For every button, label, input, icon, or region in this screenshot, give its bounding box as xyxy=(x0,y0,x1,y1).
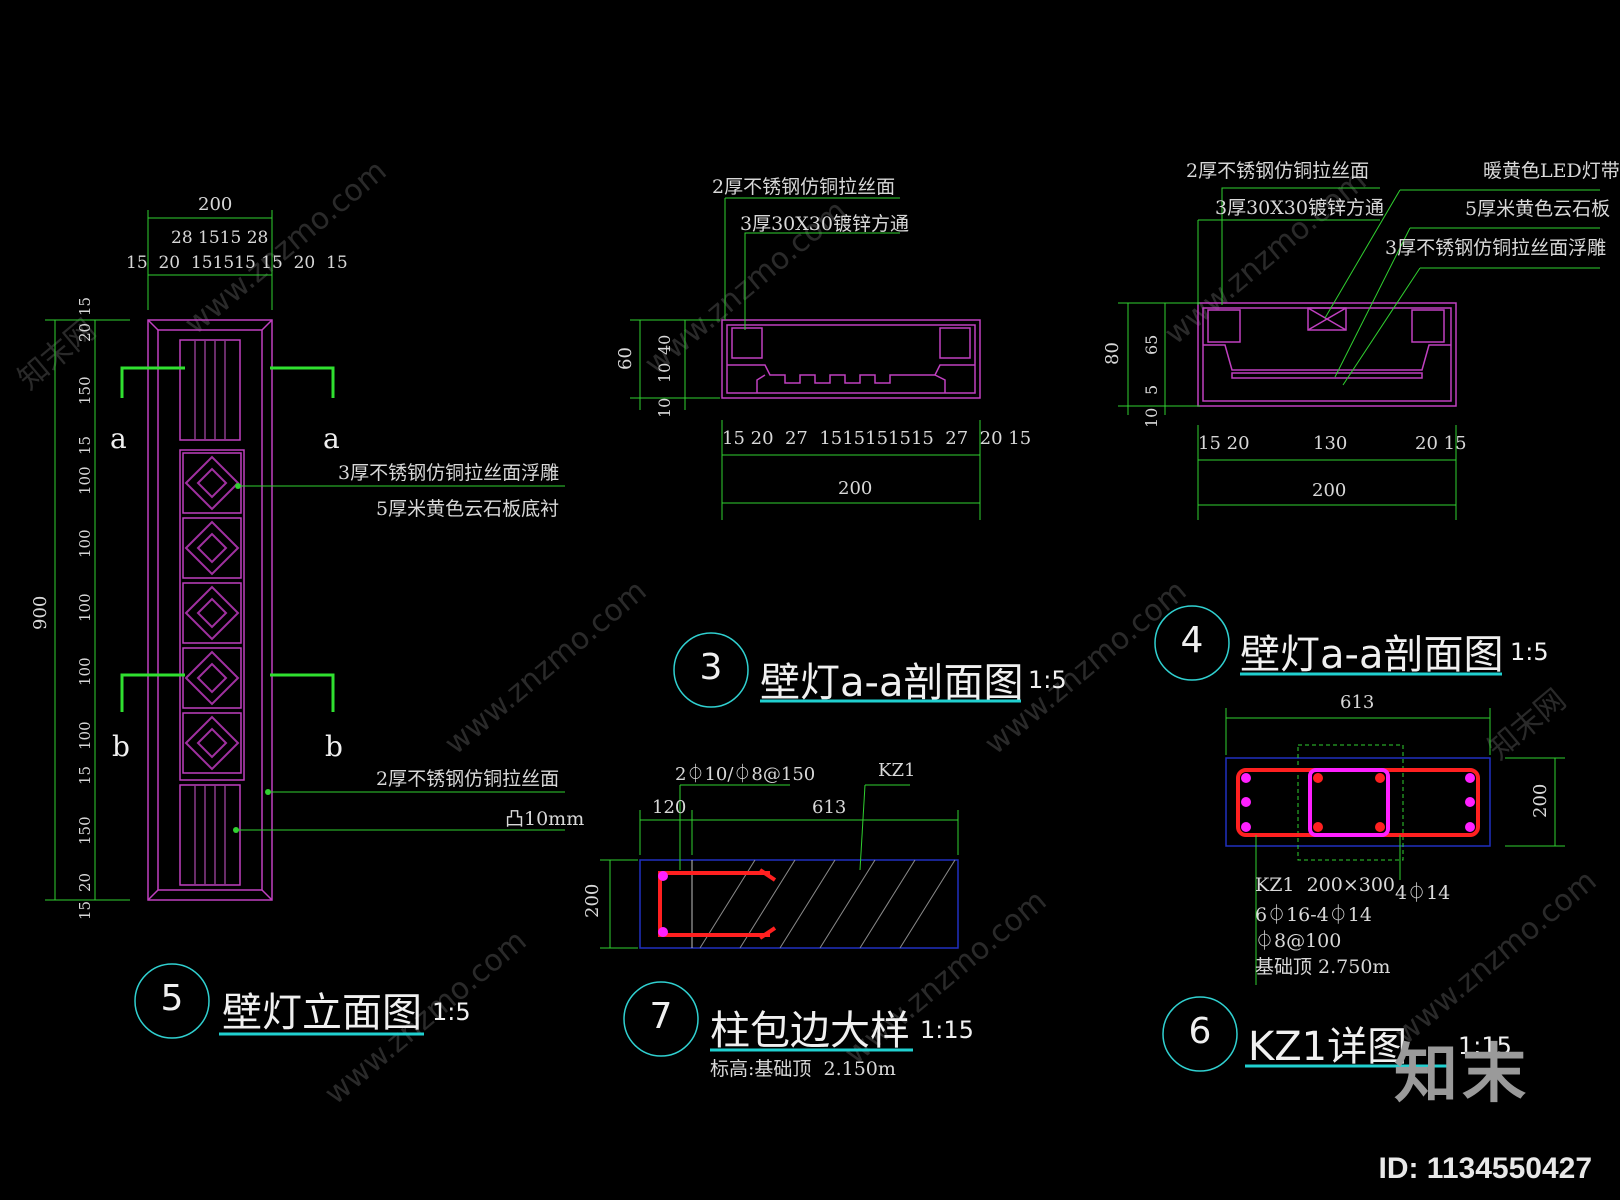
title-marks xyxy=(134,605,1502,1072)
image-id-label: ID: 1134550427 xyxy=(1378,1152,1592,1185)
elev-note-brushed: 2厚不锈钢仿铜拉丝面 xyxy=(376,768,560,790)
sec4-note-marble: 5厚米黄色云石板 xyxy=(1465,198,1611,220)
elev-top-dim-row2: 28 1515 28 xyxy=(171,228,269,248)
elev-left-dim: 100 xyxy=(76,593,94,622)
brand-logo: 知末 xyxy=(1394,1038,1530,1112)
det6-spec3: ⏀8@100 xyxy=(1255,930,1342,952)
det7-dim-120: 120 xyxy=(652,797,687,818)
elev-left-dim: 150 xyxy=(76,376,94,405)
elev-scale: 1:5 xyxy=(432,998,471,1026)
sec3-note-brushed: 2厚不锈钢仿铜拉丝面 xyxy=(712,176,896,198)
det7-kz: KZ1 xyxy=(878,760,916,781)
sec3-bottom-dims: 15 20 27 1515151515 27 20 15 xyxy=(722,428,1032,449)
section-3-drawing xyxy=(630,197,981,520)
elev-left-dim: 100 xyxy=(76,721,94,750)
det7-rebar: 2⏀10/⏀8@150 xyxy=(675,764,816,785)
elev-note-protrude: 凸10mm xyxy=(505,808,585,830)
elev-left-dim: 150 xyxy=(76,816,94,845)
sec4-bottom-total: 200 xyxy=(1312,480,1347,501)
elev-top-dim-row3: 15 20 151515 15 20 15 xyxy=(126,253,348,273)
elev-left-dim: 100 xyxy=(76,466,94,495)
elev-left-dim: 20 xyxy=(76,322,94,342)
sec4-note-led: 暖黄色LED灯带 xyxy=(1483,160,1620,182)
sec3-number: 3 xyxy=(699,647,723,688)
sec4-left-dim: 65 xyxy=(1142,334,1161,355)
det6-dim-200: 200 xyxy=(1530,783,1551,818)
sec4-bottom-dims-right: 20 15 xyxy=(1415,433,1467,454)
elev-left-dim: 15 xyxy=(76,900,94,920)
section-markers xyxy=(120,366,335,712)
detail-7-drawing xyxy=(600,784,959,949)
elev-left-dim: 20 xyxy=(76,872,94,892)
sec4-left-total: 80 xyxy=(1102,342,1123,365)
det7-number: 7 xyxy=(649,996,673,1037)
sec4-title: 壁灯a-a剖面图 xyxy=(1240,632,1504,678)
elev-left-dim: 15 xyxy=(76,296,94,316)
det6-spec4: 基础顶 2.750m xyxy=(1255,956,1391,978)
det6-spec-side: 4⏀14 xyxy=(1395,882,1451,904)
det6-title: KZ1详图 xyxy=(1248,1024,1408,1070)
elevation-5-drawing xyxy=(45,210,565,901)
elev-note-relief: 3厚不锈钢仿铜拉丝面浮雕 xyxy=(338,462,560,484)
detail-6-drawing xyxy=(1225,708,1565,985)
elevation-outer-frame xyxy=(147,319,273,901)
det7-dim-200: 200 xyxy=(582,883,603,918)
sec4-note-tube: 3厚30X30镀锌方通 xyxy=(1215,197,1384,219)
sec4-number: 4 xyxy=(1180,620,1204,661)
det6-spec1: KZ1 200×300 xyxy=(1255,874,1396,896)
elev-left-total-dim: 900 xyxy=(30,595,51,630)
section-mark-a-right: a xyxy=(323,422,340,455)
sec4-bottom-dims-left: 15 20 xyxy=(1198,433,1250,454)
section-mark-b-right: b xyxy=(325,730,343,763)
det7-subtitle: 标高:基础顶 2.150m xyxy=(710,1058,896,1080)
det6-scale: 1:15 xyxy=(1458,1032,1512,1060)
det6-spec2: 6⏀16-4⏀14 xyxy=(1255,904,1372,926)
sec3-left-dim: 10 xyxy=(655,362,674,383)
section-4-drawing xyxy=(1118,187,1600,520)
det7-scale: 1:15 xyxy=(920,1016,974,1044)
elev-left-dim: 15 xyxy=(76,435,94,455)
det6-dim-613: 613 xyxy=(1340,692,1375,713)
sec4-bottom-dims-mid: 130 xyxy=(1313,433,1348,454)
elev-number: 5 xyxy=(160,978,184,1019)
sec3-bottom-total: 200 xyxy=(838,478,873,499)
det7-title: 柱包边大样 xyxy=(710,1008,910,1054)
lattice-panels xyxy=(179,449,245,781)
elev-title: 壁灯立面图 xyxy=(222,990,422,1036)
elev-top-total-dim: 200 xyxy=(198,194,233,215)
sec3-note-tube: 3厚30X30镀锌方通 xyxy=(740,213,909,235)
sec3-left-dim: 10 xyxy=(655,397,674,418)
sec3-title: 壁灯a-a剖面图 xyxy=(760,660,1024,706)
sec4-note-relief: 3厚不锈钢仿铜拉丝面浮雕 xyxy=(1385,237,1607,259)
det6-number: 6 xyxy=(1188,1011,1212,1052)
sec3-scale: 1:5 xyxy=(1028,666,1067,694)
section-mark-a-left: a xyxy=(110,422,127,455)
sec4-note-brushed: 2厚不锈钢仿铜拉丝面 xyxy=(1186,160,1370,182)
elev-left-dim: 100 xyxy=(76,529,94,558)
sec4-scale: 1:5 xyxy=(1510,638,1549,666)
sec4-left-dim: 10 xyxy=(1142,407,1161,428)
elev-note-marble: 5厚米黄色云石板底衬 xyxy=(376,498,560,520)
det7-dim-613: 613 xyxy=(812,797,847,818)
sec3-left-dim: 40 xyxy=(655,334,674,355)
section-mark-b-left: b xyxy=(112,730,130,763)
elev-left-dim: 15 xyxy=(76,765,94,785)
sec4-left-dim: 5 xyxy=(1142,384,1161,395)
sec3-left-total: 60 xyxy=(615,347,636,370)
elev-left-dim: 100 xyxy=(76,657,94,686)
